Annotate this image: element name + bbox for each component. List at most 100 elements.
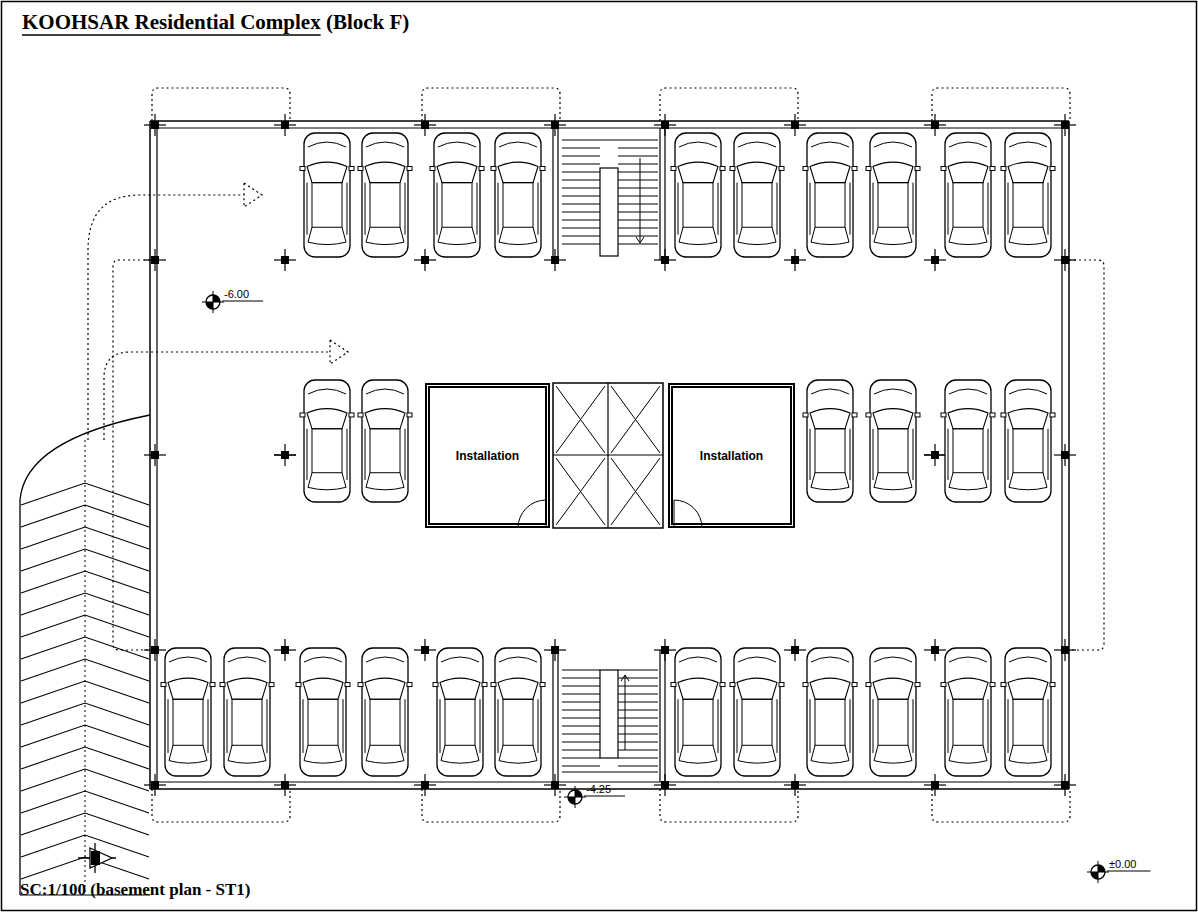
stair-landing	[600, 670, 618, 758]
stair-tread	[618, 180, 658, 181]
ramp-axis	[85, 440, 86, 895]
column	[791, 646, 799, 654]
car-symbol	[941, 648, 995, 776]
column	[551, 781, 559, 789]
column	[1061, 451, 1069, 459]
dashed-projection	[932, 88, 1070, 121]
elevator-cross	[611, 458, 660, 525]
car-symbol	[433, 648, 487, 776]
level-value: ±0.00	[1109, 858, 1136, 870]
stair-edge	[562, 772, 658, 773]
column	[551, 646, 559, 654]
stair-tread	[618, 678, 658, 679]
ramp-edge	[20, 415, 150, 895]
car-symbol	[358, 133, 412, 257]
column	[151, 256, 159, 264]
stair-tread	[618, 710, 658, 711]
level-value: -6.00	[224, 288, 249, 300]
car-symbol	[491, 648, 545, 776]
column	[551, 256, 559, 264]
car-symbol	[730, 648, 784, 776]
stair-tread	[562, 742, 600, 743]
installation-room: Installation	[668, 383, 795, 528]
column	[1061, 781, 1069, 789]
traffic-arrow	[244, 183, 262, 207]
stair-tread	[618, 188, 658, 189]
column	[281, 121, 289, 129]
stair-tread	[618, 726, 658, 727]
ramp-chevron	[21, 527, 149, 549]
elevator-cross	[611, 386, 660, 453]
stair-tread	[618, 766, 658, 767]
wall	[664, 650, 665, 782]
car-symbol	[941, 133, 995, 257]
wall	[552, 128, 553, 260]
wall	[659, 650, 660, 782]
car-symbol	[491, 133, 545, 257]
level-underline	[1107, 871, 1150, 872]
stair-tread	[618, 244, 658, 245]
stair-tread	[618, 236, 658, 237]
column-axis	[274, 454, 296, 455]
ramp-chevron	[21, 659, 149, 681]
stair-tread	[618, 220, 658, 221]
car-symbol	[671, 133, 725, 257]
ramp-chevron	[21, 483, 149, 505]
car-symbol	[1001, 133, 1055, 257]
column	[1061, 256, 1069, 264]
car-symbol	[161, 648, 215, 776]
dashed-projection	[932, 789, 1070, 822]
column	[791, 781, 799, 789]
column	[151, 451, 159, 459]
stair-arrow	[640, 158, 641, 243]
ramp-chevron	[21, 703, 149, 725]
column	[661, 121, 669, 129]
dashed-projection	[152, 789, 290, 822]
column	[1061, 646, 1069, 654]
ramp-chevron	[21, 835, 149, 857]
level-symbol	[202, 291, 224, 313]
car-symbol	[300, 380, 354, 502]
stair-tread	[562, 734, 600, 735]
column	[931, 646, 939, 654]
dashed-projection	[660, 789, 798, 822]
stair-tread	[562, 750, 600, 751]
stair-tread	[618, 156, 658, 157]
wall	[552, 650, 553, 782]
car-symbol	[941, 380, 995, 502]
traffic-arrow	[330, 340, 348, 364]
stair-tread	[618, 750, 658, 751]
installation-room: Installation	[425, 383, 550, 528]
dashed-projection	[152, 88, 290, 121]
stair-tread	[562, 204, 600, 205]
elevator-shaft	[553, 454, 663, 455]
stair-tread	[562, 758, 600, 759]
stair-tread	[618, 670, 658, 671]
level-underline	[222, 301, 263, 302]
ramp-chevron	[21, 681, 149, 703]
stair-tread	[618, 758, 658, 759]
title-underline	[22, 34, 321, 35]
ramp-chevron	[21, 813, 149, 835]
car-symbol	[866, 380, 920, 502]
stair-landing	[600, 168, 618, 256]
wall	[659, 128, 660, 260]
stair-tread	[562, 148, 600, 149]
car-symbol	[430, 133, 484, 257]
stair-tread	[562, 236, 600, 237]
wall	[664, 128, 665, 260]
stair-tread	[562, 718, 600, 719]
elevator-core	[553, 383, 663, 528]
ramp-chevron	[21, 637, 149, 659]
column	[281, 256, 289, 264]
stair-tread	[562, 156, 600, 157]
ramp-chevron	[21, 725, 149, 747]
column	[551, 121, 559, 129]
column-axis	[924, 454, 946, 455]
stair-tread	[618, 204, 658, 205]
ramp-chevron	[21, 549, 149, 571]
stair-tread	[562, 686, 600, 687]
room-label: Installation	[456, 449, 519, 463]
elevator-cross	[556, 458, 605, 525]
